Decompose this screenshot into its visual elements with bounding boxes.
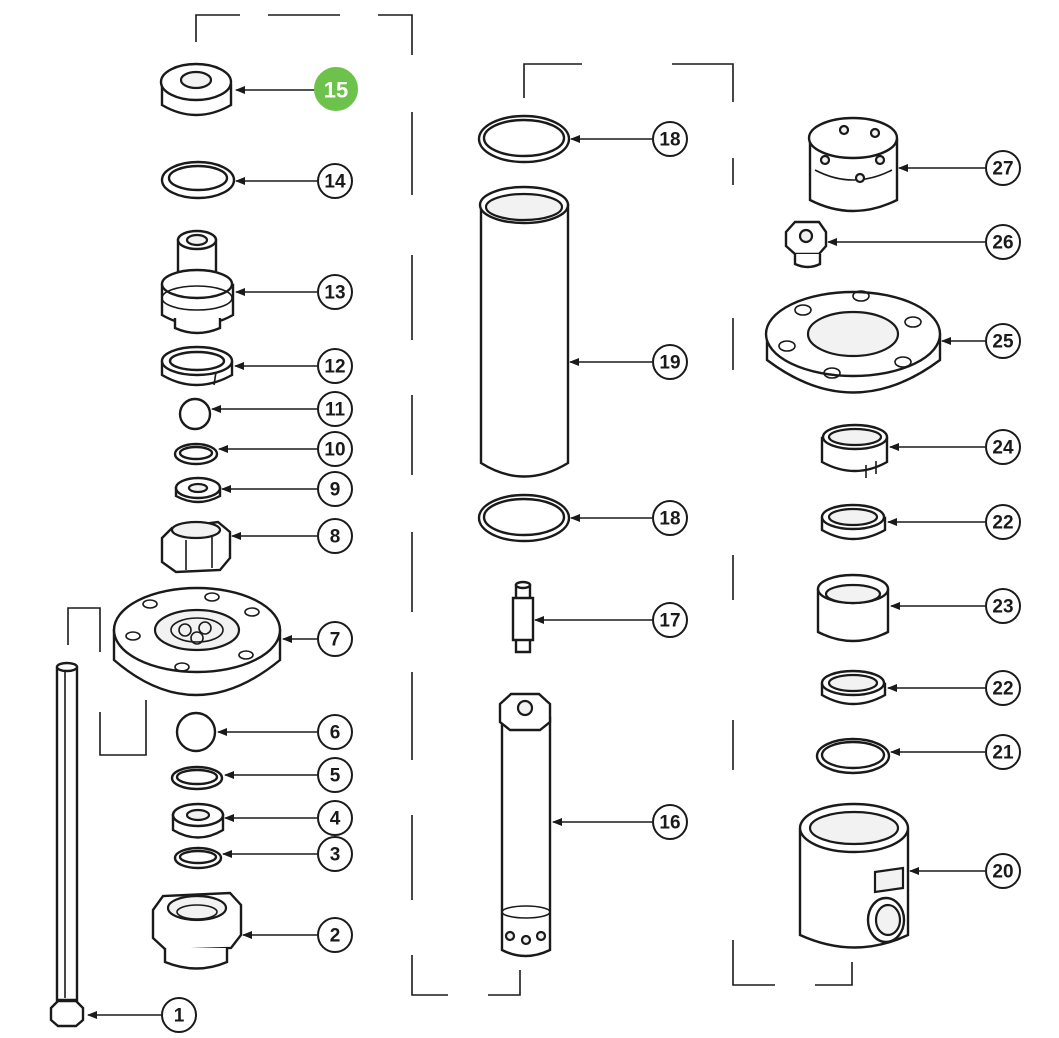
part-16-plunger-rod: [498, 692, 552, 958]
part-6-ball: [175, 711, 217, 753]
assembly-bracket-flange: [67, 607, 147, 756]
callout-label-22-top: 22: [992, 513, 1013, 534]
callout-label-3: 3: [330, 845, 341, 866]
callout-3[interactable]: 3: [317, 836, 353, 872]
part-5-o-ring: [170, 765, 224, 791]
callout-label-2: 2: [330, 926, 341, 947]
part-27-cap: [807, 116, 899, 213]
callout-22-top[interactable]: 22: [985, 504, 1021, 540]
part-24-split-sleeve: [820, 423, 889, 478]
callout-25[interactable]: 25: [985, 323, 1021, 359]
callout-label-23: 23: [992, 597, 1013, 618]
callout-label-27: 27: [992, 159, 1013, 180]
part-10-o-ring: [173, 442, 219, 466]
callout-23[interactable]: 23: [985, 588, 1021, 624]
callout-label-7: 7: [330, 630, 341, 651]
part-21-o-ring: [815, 737, 891, 775]
part-26-fitting: [784, 220, 828, 269]
callout-label-13: 13: [324, 283, 345, 304]
callout-label-22-bottom: 22: [992, 679, 1013, 700]
callout-6[interactable]: 6: [317, 714, 353, 750]
part-1-bolt: [49, 661, 85, 1028]
callout-4[interactable]: 4: [317, 800, 353, 836]
part-3-o-ring: [173, 846, 223, 870]
callout-21[interactable]: 21: [985, 734, 1021, 770]
part-15-gland-nut: [159, 62, 233, 117]
callout-label-18-bottom: 18: [659, 509, 680, 530]
part-2-housing: [151, 891, 243, 970]
callout-14[interactable]: 14: [317, 163, 353, 199]
assembly-bracket-center: [488, 63, 853, 996]
callout-24[interactable]: 24: [985, 429, 1021, 465]
callout-7[interactable]: 7: [317, 621, 353, 657]
callout-label-25: 25: [992, 332, 1014, 353]
callout-26[interactable]: 26: [985, 224, 1021, 260]
callout-8[interactable]: 8: [317, 518, 353, 554]
callout-16[interactable]: 16: [652, 804, 688, 840]
part-11-ball: [178, 397, 212, 431]
callout-label-6: 6: [330, 723, 341, 744]
callout-13[interactable]: 13: [317, 274, 353, 310]
callout-label-15: 15: [324, 78, 348, 103]
part-7-flange: [112, 586, 282, 697]
callout-2[interactable]: 2: [317, 917, 353, 953]
callout-9[interactable]: 9: [317, 471, 353, 507]
leader-lines: [87, 86, 985, 1019]
callout-20[interactable]: 20: [985, 853, 1021, 889]
part-12-split-ring: [160, 345, 234, 387]
callout-18-top[interactable]: 18: [652, 121, 688, 157]
part-8-hex-nut: [160, 520, 232, 574]
callout-label-10: 10: [324, 440, 345, 461]
callout-22-bottom[interactable]: 22: [985, 670, 1021, 706]
part-14-seal-ring: [160, 160, 236, 200]
callout-label-20: 20: [992, 862, 1013, 883]
callout-label-24: 24: [992, 438, 1014, 459]
callout-label-21: 21: [992, 743, 1014, 764]
part-13-valve-body: [160, 229, 235, 335]
callout-label-8: 8: [330, 527, 341, 548]
callout-19[interactable]: 19: [652, 344, 688, 380]
part-25-base-plate: [764, 290, 942, 394]
callout-18-bottom[interactable]: 18: [652, 500, 688, 536]
part-4-seat: [171, 802, 225, 839]
part-18-o-ring-bottom: [477, 493, 571, 543]
part-19-cylinder: [478, 185, 570, 478]
callout-label-18-top: 18: [659, 130, 680, 151]
callout-1[interactable]: 1: [161, 997, 197, 1033]
callout-label-5: 5: [330, 766, 341, 787]
part-18-o-ring-top: [477, 114, 571, 164]
callout-label-9: 9: [330, 480, 341, 501]
part-20-pump-body: [798, 802, 910, 949]
callout-12[interactable]: 12: [317, 348, 353, 384]
assembly-bracket-left: [195, 14, 448, 996]
callout-label-16: 16: [659, 813, 680, 834]
callout-11[interactable]: 11: [317, 391, 353, 427]
callout-17[interactable]: 17: [652, 602, 688, 638]
part-22-bushing-bottom: [820, 669, 887, 706]
callout-10[interactable]: 10: [317, 431, 353, 467]
part-23-sleeve: [816, 573, 890, 643]
callout-label-14: 14: [324, 172, 346, 193]
callout-label-4: 4: [330, 809, 341, 830]
part-9-washer: [174, 476, 222, 504]
callout-label-17: 17: [659, 611, 680, 632]
part-17-pin: [511, 580, 535, 654]
callout-label-11: 11: [325, 400, 346, 421]
part-22-bushing-top: [820, 503, 887, 541]
callout-label-19: 19: [659, 353, 680, 374]
callout-label-1: 1: [174, 1006, 185, 1027]
callout-15[interactable]: 15: [314, 67, 358, 111]
callout-label-26: 26: [992, 233, 1013, 254]
callout-27[interactable]: 27: [985, 150, 1021, 186]
callout-5[interactable]: 5: [317, 757, 353, 793]
callout-label-12: 12: [324, 357, 345, 378]
